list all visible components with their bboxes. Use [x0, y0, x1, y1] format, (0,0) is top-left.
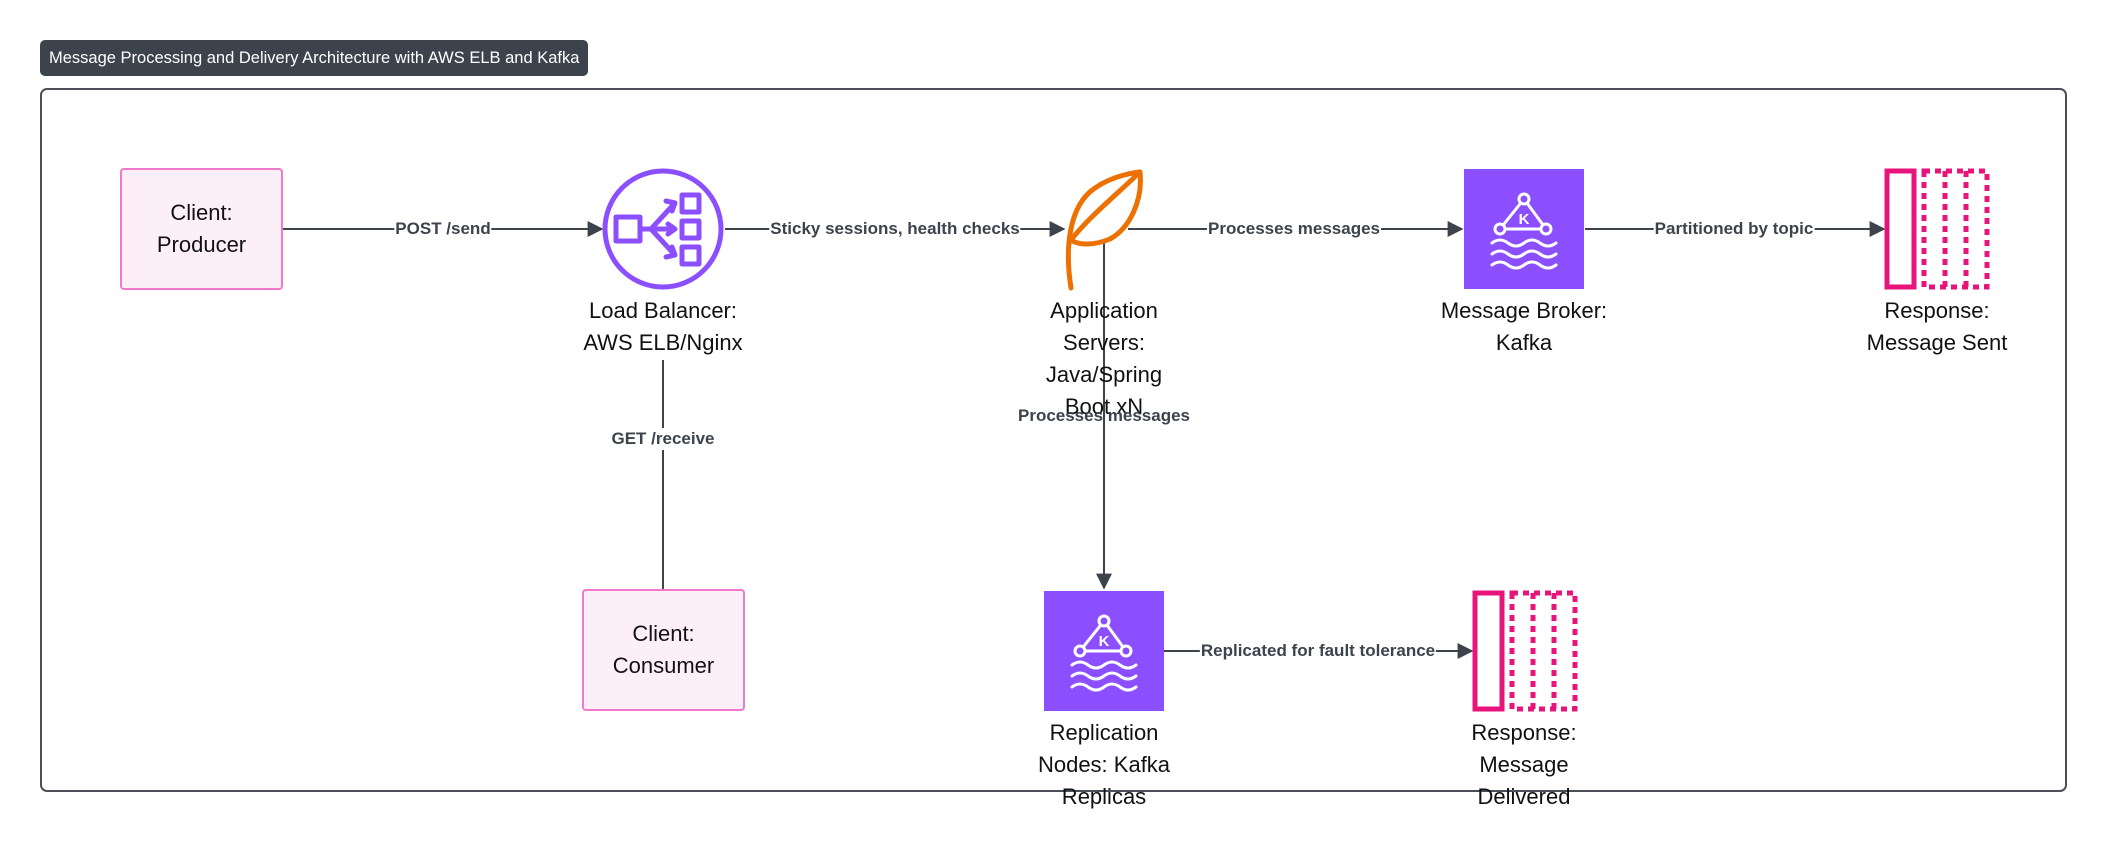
- node-response-sent-label: Response: Message Sent: [1867, 295, 2008, 359]
- elastic-load-balancing-icon: [602, 168, 724, 290]
- node-client-producer[interactable]: Client: Producer: [120, 168, 283, 290]
- node-label-line: AWS ELB/Nginx: [583, 330, 743, 355]
- edge-label-partitioned: Partitioned by topic: [1653, 218, 1815, 240]
- node-label-line: Consumer: [612, 653, 715, 678]
- edge-label-post-send: POST /send: [394, 218, 492, 240]
- kafka-letter: K: [1099, 633, 1110, 650]
- edge-label-sticky-sessions: Sticky sessions, health checks: [769, 218, 1021, 240]
- edge-label-get-receive: GET /receive: [610, 428, 716, 450]
- node-label-line: Nodes: Kafka: [1037, 752, 1171, 777]
- edge-label-processes-broker: Processes messages: [1206, 218, 1382, 240]
- node-label-line: Client:: [170, 200, 233, 225]
- edge-label-processes-replication: Processes messages: [1017, 406, 1191, 425]
- node-label-line: Message: [1479, 752, 1569, 777]
- queue-icon: [1884, 168, 1990, 290]
- node-label-line: Replication: [1049, 720, 1159, 745]
- node-label-line: Response:: [1471, 720, 1577, 745]
- node-load-balancer-label: Load Balancer: AWS ELB/Nginx: [583, 295, 742, 359]
- node-label-line: Message Sent: [1866, 330, 2008, 355]
- node-label-line: Servers:: [1063, 330, 1145, 355]
- node-replication-label: Replication Nodes: Kafka Replicas: [1038, 717, 1170, 813]
- kafka-letter: K: [1519, 211, 1530, 228]
- diagram-title: Message Processing and Delivery Architec…: [40, 40, 589, 76]
- node-label-line: Java/Spring: [1045, 362, 1163, 387]
- node-broker-label: Message Broker: Kafka: [1441, 295, 1607, 359]
- kafka-icon: K: [1464, 169, 1584, 289]
- kafka-icon: K: [1044, 591, 1164, 711]
- node-response-delivered-label: Response: Message Delivered: [1471, 717, 1576, 813]
- node-client-consumer[interactable]: Client: Consumer: [582, 589, 745, 711]
- node-label-line: Client:: [632, 621, 695, 646]
- queue-icon: [1472, 590, 1578, 712]
- node-label-line: Response:: [1884, 298, 1990, 323]
- node-label-line: Load Balancer:: [588, 298, 737, 323]
- diagram-frame: [40, 88, 2067, 792]
- spring-leaf-icon: [1065, 169, 1143, 291]
- node-label-line: Replicas: [1061, 784, 1147, 809]
- node-app-servers-label: Application Servers: Java/Spring Boot xN: [1046, 295, 1162, 423]
- node-label-line: Delivered: [1477, 784, 1571, 809]
- node-label-line: Message Broker:: [1440, 298, 1608, 323]
- edge-label-replicated: Replicated for fault tolerance: [1199, 640, 1437, 662]
- node-label-line: Application: [1050, 298, 1158, 323]
- node-label-line: Producer: [156, 232, 247, 257]
- node-label-line: Boot xN: [1064, 394, 1144, 419]
- node-label-line: Kafka: [1495, 330, 1553, 355]
